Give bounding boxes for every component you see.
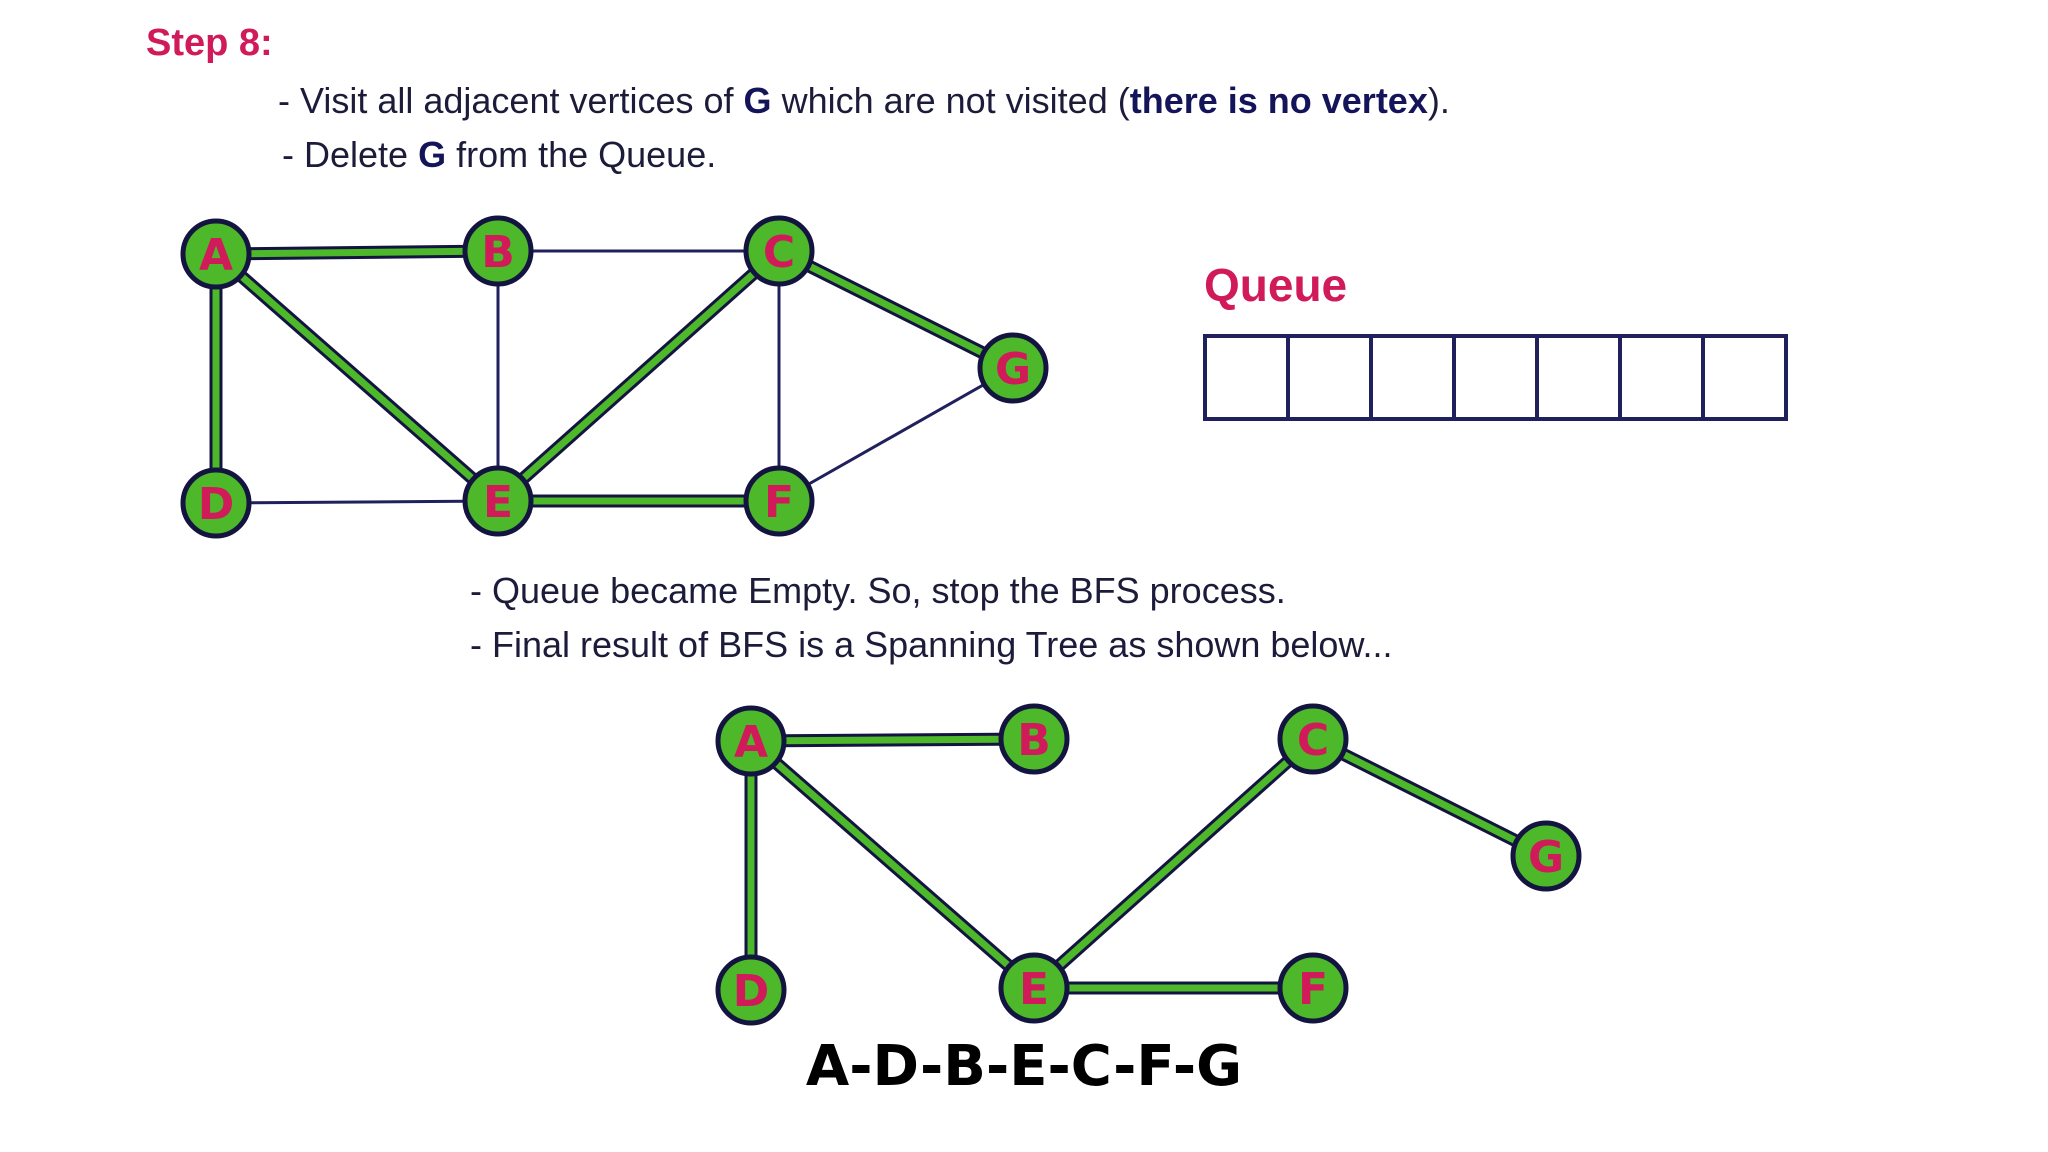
graph-edge-FG <box>778 366 1014 503</box>
tree-node-G-label: G <box>1528 832 1564 883</box>
graph-edge-CG <box>775 247 1017 372</box>
graph-node-B-label: B <box>481 227 515 278</box>
graph-node-B-circle <box>462 215 534 287</box>
tree-edge-AB <box>747 735 1038 745</box>
tree-edge-CE <box>1030 735 1317 992</box>
graph-node-D: D <box>180 467 252 539</box>
tree-node-C: C <box>1277 703 1349 775</box>
graph-node-G-circle <box>977 332 1049 404</box>
graph-node-C-circle <box>743 215 815 287</box>
graph-node-A: A <box>180 218 252 290</box>
tree-node-F-circle <box>1277 952 1349 1024</box>
tree-node-G-circle <box>1510 820 1582 892</box>
graph-node-A-circle <box>180 218 252 290</box>
note-final-result: - Final result of BFS is a Spanning Tree… <box>470 624 1393 665</box>
graph-node-F-circle <box>743 465 815 537</box>
tree-node-A-circle <box>715 705 787 777</box>
bfs-result-order: A-D-B-E-C-F-G <box>805 1034 1243 1099</box>
graph-edge-DE <box>215 499 499 505</box>
graph-node-G-label: G <box>995 344 1031 395</box>
tree-node-G: G <box>1510 820 1582 892</box>
tree-node-C-circle <box>1277 703 1349 775</box>
graph-node-F: F <box>743 465 815 537</box>
graph-edge-AB <box>212 247 502 258</box>
graph-node-C-label: C <box>763 227 795 278</box>
tree-edge-CG <box>1309 735 1550 860</box>
queue-cell <box>1456 338 1539 417</box>
tree-node-E: E <box>998 952 1070 1024</box>
queue-cell <box>1373 338 1456 417</box>
tree-node-C-label: C <box>1297 715 1329 766</box>
queue-cell <box>1207 338 1290 417</box>
graph-node-F-label: F <box>764 477 794 528</box>
graph-node-E-label: E <box>483 477 513 528</box>
graph-edge-CE <box>494 247 783 505</box>
graph-node-D-label: D <box>198 479 235 530</box>
queue-box <box>1203 334 1788 421</box>
graph-node-A-label: A <box>199 230 233 281</box>
step-title: Step 8: <box>146 22 273 64</box>
tree-node-D-circle <box>715 954 787 1026</box>
tree-node-B-label: B <box>1017 715 1051 766</box>
queue-cell <box>1622 338 1705 417</box>
graph-node-B: B <box>462 215 534 287</box>
tree-node-E-label: E <box>1019 964 1049 1015</box>
graph-node-G: G <box>977 332 1049 404</box>
graph-node-C: C <box>743 215 815 287</box>
instruction-delete: - Delete G from the Queue. <box>282 134 717 175</box>
tree-node-A-label: A <box>734 717 768 768</box>
tree-node-B-circle <box>998 703 1070 775</box>
graph-node-D-circle <box>180 467 252 539</box>
queue-label: Queue <box>1204 259 1348 311</box>
tree-node-D: D <box>715 954 787 1026</box>
tree-node-F-label: F <box>1298 964 1328 1015</box>
tree-node-B: B <box>998 703 1070 775</box>
instruction-visit: - Visit all adjacent vertices of G which… <box>278 80 1450 121</box>
queue-cell <box>1539 338 1622 417</box>
queue-cell <box>1290 338 1373 417</box>
tree-node-E-circle <box>998 952 1070 1024</box>
graph-node-E-circle <box>462 465 534 537</box>
note-queue-empty: - Queue became Empty. So, stop the BFS p… <box>470 570 1286 611</box>
tree-node-A: A <box>715 705 787 777</box>
tree-edge-AE <box>747 737 1038 992</box>
graph-node-E: E <box>462 465 534 537</box>
graph-edge-AE <box>212 250 502 505</box>
tree-node-F: F <box>1277 952 1349 1024</box>
tree-node-D-label: D <box>733 966 770 1017</box>
